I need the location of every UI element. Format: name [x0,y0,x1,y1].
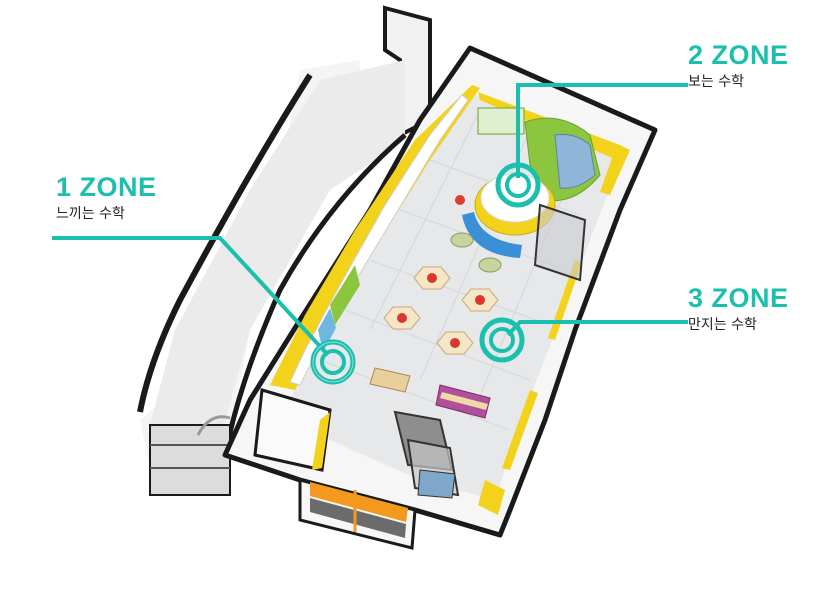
entrance-wall [253,388,332,472]
glass-partition [533,203,587,282]
zone2-subtitle: 보는 수학 [688,74,744,90]
zone2-leader-line [516,83,688,178]
corridor-floor [150,60,405,440]
zone2-blue-bench [462,212,522,258]
corridor-inner-wall [222,133,407,456]
corridor-stair-block [149,424,231,496]
zone2-title: 2 ZONE [688,40,789,70]
zone2-stools [450,232,502,273]
zone1-title: 1 ZONE [56,172,157,202]
zone3-target-icon [479,317,525,363]
zone3-label: 3 ZONE 만지는 수학 [688,283,789,335]
front-facade [298,478,417,550]
hexagon-tables [383,266,499,355]
wooden-table [369,367,411,393]
zone1-subtitle: 느끼는 수학 [56,206,125,222]
zone3-title: 3 ZONE [688,283,789,313]
corridor-arch [196,415,231,436]
zone2-label: 2 ZONE 보는 수학 [688,40,789,92]
zone1-leader-line [52,236,330,357]
back-wall-trim [478,92,630,195]
interior-cube [393,410,460,499]
zone3-leader-line [506,320,688,337]
corridor-structure [137,5,432,496]
zone1-target-icon [310,339,356,385]
zone-leaders [52,83,688,385]
zone1-label: 1 ZONE 느끼는 수학 [56,172,157,224]
corridor-curve-wall [137,73,313,413]
zone3-subtitle: 만지는 수학 [688,317,757,333]
left-wall-green-panel [330,265,360,325]
right-wall-trim-lower [502,390,538,470]
zone2-display-panel [554,134,596,189]
left-wall-blue-panel [318,308,336,352]
zone2-target-icon [495,162,541,208]
main-room [222,45,658,550]
